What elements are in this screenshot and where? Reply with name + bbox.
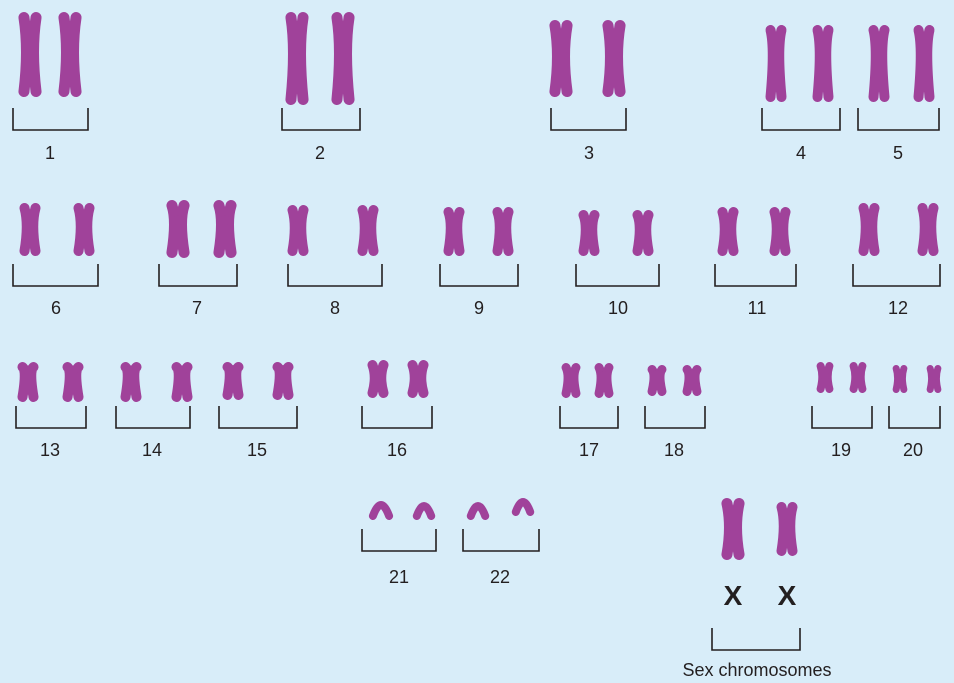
bracket-pair-15 xyxy=(219,406,297,428)
bracket-pair-16 xyxy=(362,406,432,428)
chromosome-12-a xyxy=(864,208,875,251)
chromosome-20-b xyxy=(930,369,938,390)
pair-label-15: 15 xyxy=(197,440,317,460)
sex-chromosomes-label: Sex chromosomes xyxy=(657,660,857,680)
chromosome-20-a xyxy=(896,369,904,390)
pair-label-16: 16 xyxy=(337,440,457,460)
chromosome-18-b xyxy=(687,370,697,392)
bracket-sex-chromosomes xyxy=(712,628,800,650)
sex-chromosome-a xyxy=(727,504,739,555)
chromosome-14-a xyxy=(126,366,137,398)
chromosome-21-b xyxy=(417,506,431,516)
bracket-pair-3 xyxy=(551,108,626,130)
chromosome-5-b xyxy=(919,30,930,97)
pair-label-12: 12 xyxy=(838,298,954,318)
chromosome-8-b xyxy=(363,210,374,251)
bracket-pair-10 xyxy=(576,264,659,286)
chromosome-1-a xyxy=(24,18,36,92)
chromosome-1-b xyxy=(64,18,76,92)
pair-label-14: 14 xyxy=(92,440,212,460)
sex-chromosome-letter-1: X xyxy=(713,581,753,611)
pair-label-7: 7 xyxy=(137,298,257,318)
bracket-pair-11 xyxy=(715,264,796,286)
chromosome-19-a xyxy=(821,366,830,389)
pair-label-1: 1 xyxy=(0,143,110,163)
bracket-pair-12 xyxy=(853,264,940,286)
chromosome-11-a xyxy=(723,212,734,251)
pair-label-2: 2 xyxy=(260,143,380,163)
bracket-pair-18 xyxy=(645,406,705,428)
chromosome-4-a xyxy=(771,30,782,97)
chromosome-18-a xyxy=(652,370,662,392)
bracket-pair-4 xyxy=(762,108,840,130)
chromosome-12-b xyxy=(923,208,934,251)
sex-chromosome-b xyxy=(782,507,793,551)
bracket-pair-19 xyxy=(812,406,872,428)
bracket-pair-20 xyxy=(889,406,940,428)
bracket-pair-17 xyxy=(560,406,618,428)
bracket-pair-2 xyxy=(282,108,360,130)
bracket-pair-1 xyxy=(13,108,88,130)
chromosome-6-a xyxy=(25,208,36,251)
chromosome-17-a xyxy=(566,368,576,394)
chromosome-11-b xyxy=(775,212,786,251)
bracket-pair-8 xyxy=(288,264,382,286)
chromosome-15-a xyxy=(228,365,239,395)
bracket-pair-6 xyxy=(13,264,98,286)
chromosome-2-a xyxy=(291,18,303,100)
bracket-pair-5 xyxy=(858,108,939,130)
chromosome-16-b xyxy=(413,365,424,393)
pair-label-18: 18 xyxy=(614,440,734,460)
chromosome-19-b xyxy=(854,366,863,389)
bracket-pair-21 xyxy=(362,529,436,551)
chromosome-9-b xyxy=(498,212,509,251)
pair-label-22: 22 xyxy=(440,567,560,587)
chromosome-10-a xyxy=(584,215,595,251)
chromosome-5-a xyxy=(874,30,885,97)
chromosome-4-b xyxy=(818,30,829,97)
chromosome-13-b xyxy=(68,366,79,398)
chromosome-17-b xyxy=(599,368,609,394)
chromosome-14-b xyxy=(177,366,188,398)
chromosome-2-b xyxy=(337,18,349,100)
pair-label-9: 9 xyxy=(419,298,539,318)
pair-label-3: 3 xyxy=(529,143,649,163)
sex-chromosome-letter-2: X xyxy=(767,581,807,611)
chromosome-8-a xyxy=(293,210,304,251)
pair-label-6: 6 xyxy=(0,298,116,318)
chromosome-13-a xyxy=(23,366,34,398)
pair-label-11: 11 xyxy=(697,298,817,318)
bracket-pair-7 xyxy=(159,264,237,286)
chromosome-22-a xyxy=(471,506,485,516)
chromosome-16-a xyxy=(373,365,384,393)
pair-label-10: 10 xyxy=(558,298,678,318)
bracket-pair-14 xyxy=(116,406,190,428)
chromosome-21-a xyxy=(373,505,389,516)
chromosome-22-b xyxy=(516,502,530,512)
bracket-pair-22 xyxy=(463,529,539,551)
bracket-pair-13 xyxy=(16,406,86,428)
pair-label-5: 5 xyxy=(838,143,954,163)
pair-label-8: 8 xyxy=(275,298,395,318)
chromosome-3-b xyxy=(608,26,620,92)
pair-label-20: 20 xyxy=(853,440,954,460)
chromosome-10-b xyxy=(638,215,649,251)
chromosome-7-b xyxy=(219,206,231,253)
chromosome-3-a xyxy=(555,26,567,92)
chromosome-6-b xyxy=(79,208,90,251)
chromosome-7-a xyxy=(172,206,184,253)
chromosome-15-b xyxy=(278,365,289,395)
bracket-pair-9 xyxy=(440,264,518,286)
chromosome-9-a xyxy=(449,212,460,251)
